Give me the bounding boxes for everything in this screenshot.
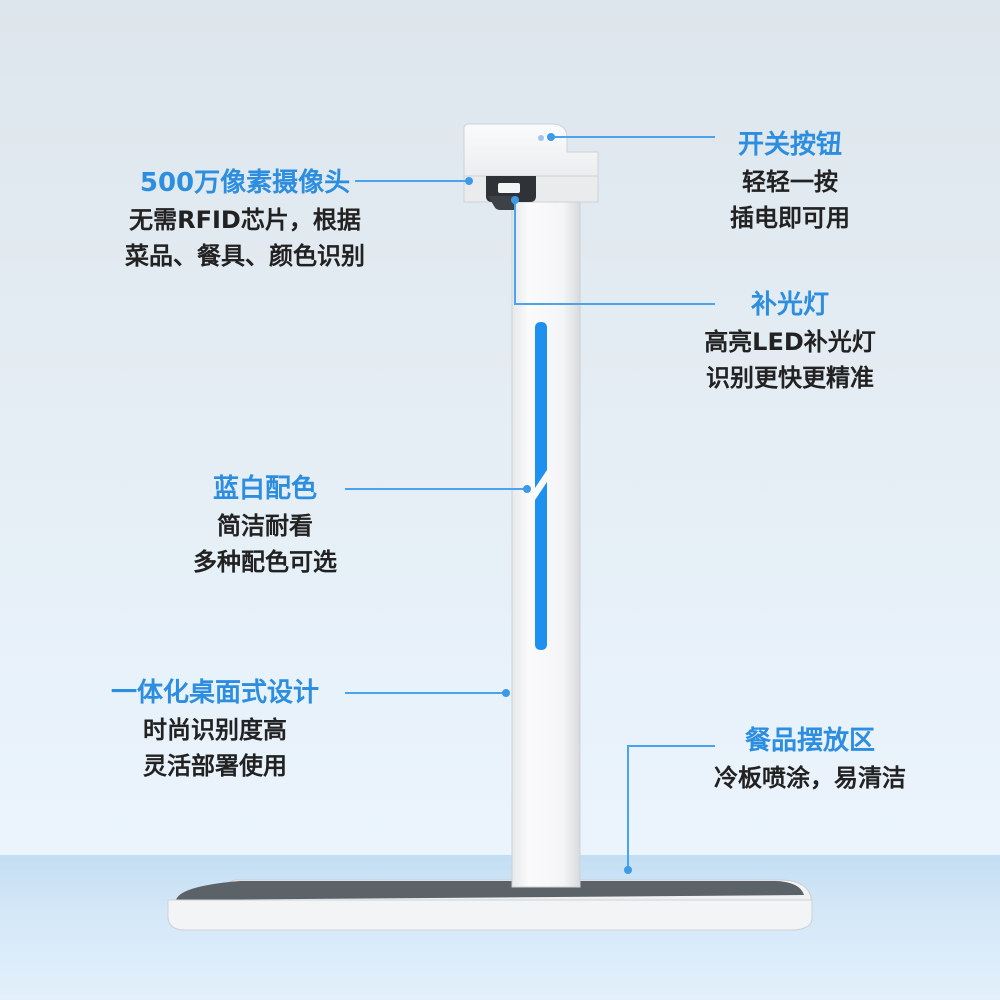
fill-light-feature: 补光灯 高亮LED补光灯 识别更快更精准 — [665, 290, 915, 396]
camera-feature: 500万像素摄像头 无需RFID芯片，根据 菜品、餐具、颜色识别 — [95, 168, 395, 274]
switch-desc-line-2: 插电即可用 — [730, 204, 850, 232]
camera-desc-line-2: 菜品、餐具、颜色识别 — [125, 242, 365, 270]
camera-callout-dot — [465, 177, 473, 185]
color-callout-dot — [523, 485, 531, 493]
plate-area-base — [167, 879, 813, 931]
camera-desc-line-1: 无需RFID芯片，根据 — [129, 206, 361, 234]
plate-callout-dot — [624, 866, 632, 874]
color-scheme-desc-line-2: 多种配色可选 — [193, 548, 337, 576]
plate-area-desc-line-1: 冷板喷涂，易清洁 — [714, 764, 906, 792]
plate-area-feature: 餐品摆放区 冷板喷涂，易清洁 — [690, 726, 930, 796]
color-scheme-desc-line-1: 简洁耐看 — [217, 512, 313, 540]
desktop-callout-dot — [502, 689, 510, 697]
plate-area-title: 餐品摆放区 — [744, 726, 875, 756]
fill-light-desc-line-2: 识别更快更精准 — [706, 364, 874, 392]
desktop-design-feature: 一体化桌面式设计 时尚识别度高 灵活部署使用 — [95, 678, 335, 784]
blue-light-strip — [535, 322, 547, 650]
color-scheme-feature: 蓝白配色 简洁耐看 多种配色可选 — [160, 474, 370, 580]
switch-title: 开关按钮 — [737, 130, 842, 160]
camera-head — [463, 123, 599, 210]
fill-light-callout-dot — [511, 196, 519, 204]
switch-desc-line-1: 轻轻一按 — [742, 168, 838, 196]
desktop-design-desc-line-2: 灵活部署使用 — [143, 752, 287, 780]
color-scheme-title: 蓝白配色 — [212, 474, 317, 504]
switch-callout-dot — [547, 133, 555, 141]
switch-feature: 开关按钮 轻轻一按 插电即可用 — [690, 130, 890, 236]
camera-title: 500万像素摄像头 — [139, 168, 351, 198]
fill-light-desc-line-1: 高亮LED补光灯 — [704, 328, 876, 356]
desktop-design-desc-line-1: 时尚识别度高 — [143, 716, 287, 744]
desktop-design-title: 一体化桌面式设计 — [110, 678, 319, 708]
plate-callout-line — [627, 745, 715, 870]
fill-light-callout-line — [514, 200, 715, 305]
fill-light-title: 补光灯 — [750, 290, 829, 320]
